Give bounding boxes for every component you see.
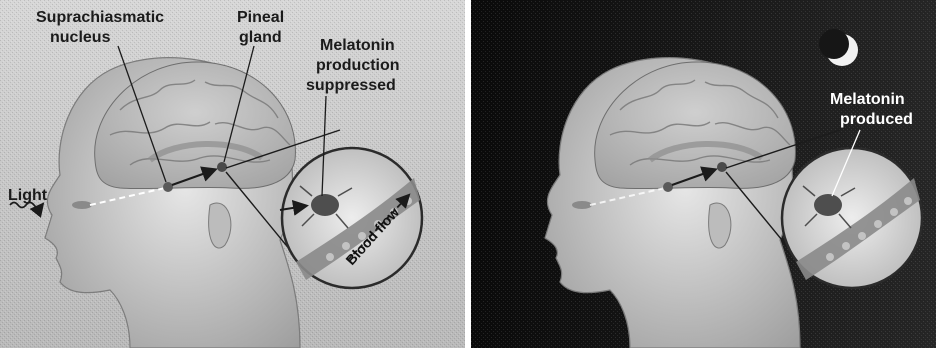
night-suprachiasmatic-nucleus bbox=[663, 182, 673, 192]
svg-text:Melatonin: Melatonin bbox=[830, 91, 905, 108]
svg-text:production: production bbox=[316, 57, 400, 74]
night-panel: Melatonin produced bbox=[471, 0, 936, 348]
night-inset-gland-cell bbox=[814, 194, 842, 216]
day-ear bbox=[209, 203, 231, 248]
svg-text:Pineal: Pineal bbox=[237, 9, 284, 26]
day-inset: Blood flow bbox=[280, 148, 422, 288]
svg-text:produced: produced bbox=[840, 111, 913, 128]
svg-text:gland: gland bbox=[239, 29, 282, 46]
svg-text:nucleus: nucleus bbox=[50, 29, 111, 46]
day-light-label: Light bbox=[8, 187, 48, 204]
day-suprachiasmatic-nucleus bbox=[163, 182, 173, 192]
svg-text:Suprachiasmatic: Suprachiasmatic bbox=[36, 9, 164, 26]
night-inset bbox=[782, 148, 922, 288]
svg-text:Melatonin: Melatonin bbox=[320, 37, 395, 54]
night-eye bbox=[572, 201, 592, 209]
night-ear bbox=[709, 203, 731, 248]
day-pineal-gland bbox=[217, 162, 227, 172]
svg-text:suppressed: suppressed bbox=[306, 77, 396, 94]
night-pineal-gland bbox=[717, 162, 727, 172]
day-eye bbox=[72, 201, 92, 209]
day-panel: Blood flow Light Suprachiasmatic nucleus… bbox=[0, 0, 465, 348]
day-inset-gland-cell bbox=[311, 194, 339, 216]
day-melatonin-label: Melatonin production suppressed bbox=[306, 37, 400, 94]
